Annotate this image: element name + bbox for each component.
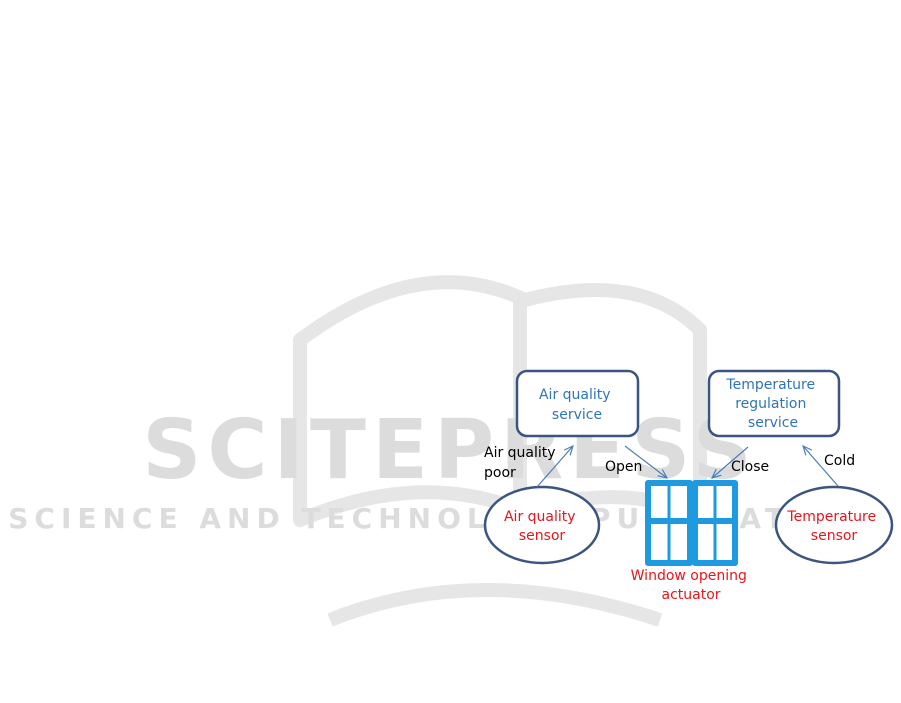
temperature-sensor-ellipse [776,487,892,563]
window-opening-actuator-label: Window opening actuator [631,568,752,603]
edge-label-cold: Cold [824,453,855,469]
edge-label-close: Close [731,459,769,475]
watermark: SCITEPRESS SCIENCE AND TECHNOLOGY PUBLIC… [8,282,892,620]
watermark-subtitle: SCIENCE AND TECHNOLOGY PUBLICATIONS [8,502,892,535]
window-icon [648,483,735,563]
air-quality-sensor-ellipse [485,487,599,563]
air-quality-service-box [517,371,638,436]
edge-label-open: Open [605,459,642,475]
